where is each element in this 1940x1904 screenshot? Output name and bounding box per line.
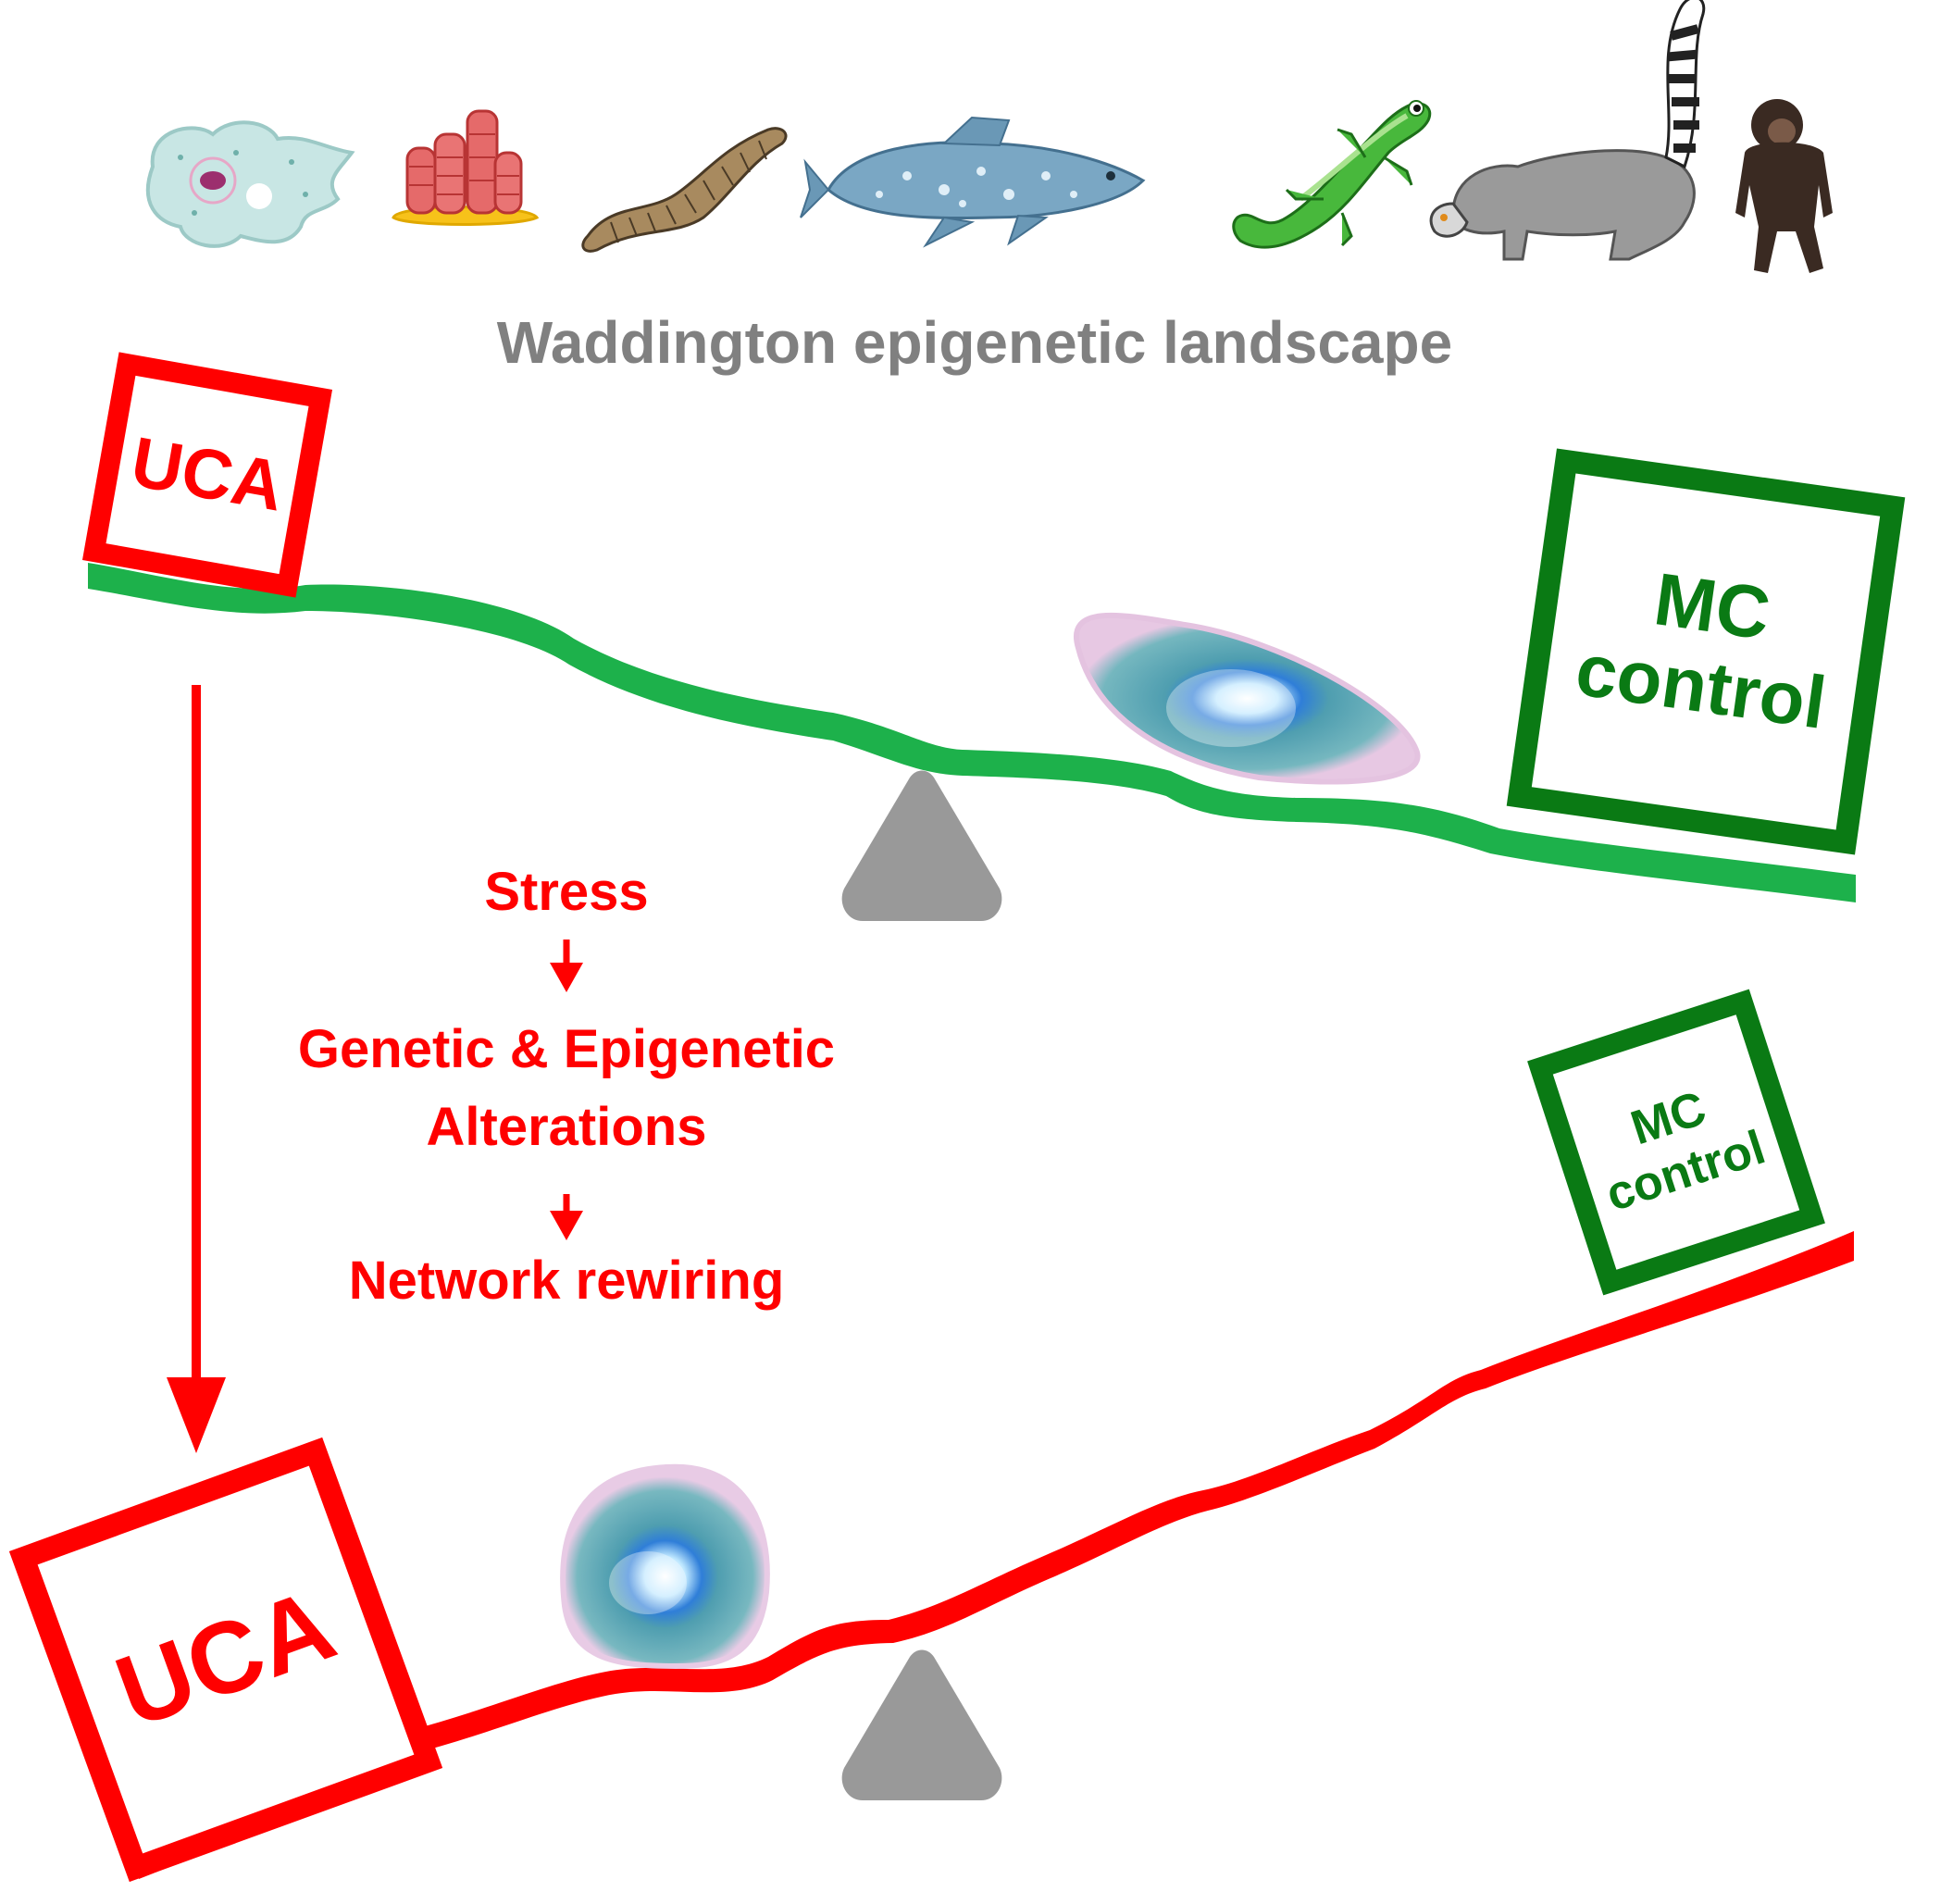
bottom-cell-icon: [560, 1463, 770, 1670]
sponge-icon: [392, 109, 540, 226]
arrow-down-icon: [550, 940, 583, 992]
step-network-rewiring: Network rewiring: [349, 1251, 785, 1311]
top-cell-icon: [1074, 612, 1421, 785]
step-alterations-line2: Alterations: [427, 1097, 707, 1157]
lizard-icon: [1232, 100, 1432, 249]
bottom-uca-box: UCA: [8, 1437, 443, 1883]
organisms-row: [145, 0, 1833, 273]
bottom-seesaw: UCA MC control: [8, 989, 1854, 1883]
bottom-mc-control-box: MC control: [1527, 989, 1825, 1296]
primate-icon: [1735, 99, 1833, 273]
top-beam: [88, 563, 1856, 902]
arrow-down-icon: [550, 1194, 583, 1240]
top-seesaw: UCA MC control: [81, 352, 1906, 921]
amoeba-icon: [145, 120, 355, 248]
lemur-icon: [1429, 0, 1706, 261]
step-stress: Stress: [484, 862, 648, 922]
diagram-title: Waddington epigenetic landscape: [497, 309, 1452, 376]
step-alterations-line1: Genetic & Epigenetic: [298, 1019, 835, 1079]
top-uca-box: UCA: [81, 352, 333, 598]
worm-icon: [581, 127, 788, 253]
fish-icon: [800, 116, 1146, 248]
top-mc-control-box: MC control: [1506, 448, 1906, 855]
bottom-fulcrum: [841, 1649, 1002, 1800]
top-fulcrum: [841, 770, 1002, 921]
process-steps: Stress Genetic & Epigenetic Alterations …: [298, 862, 835, 1311]
transition-arrow-icon: [167, 685, 226, 1453]
top-mc-label: MC: [1649, 557, 1775, 654]
